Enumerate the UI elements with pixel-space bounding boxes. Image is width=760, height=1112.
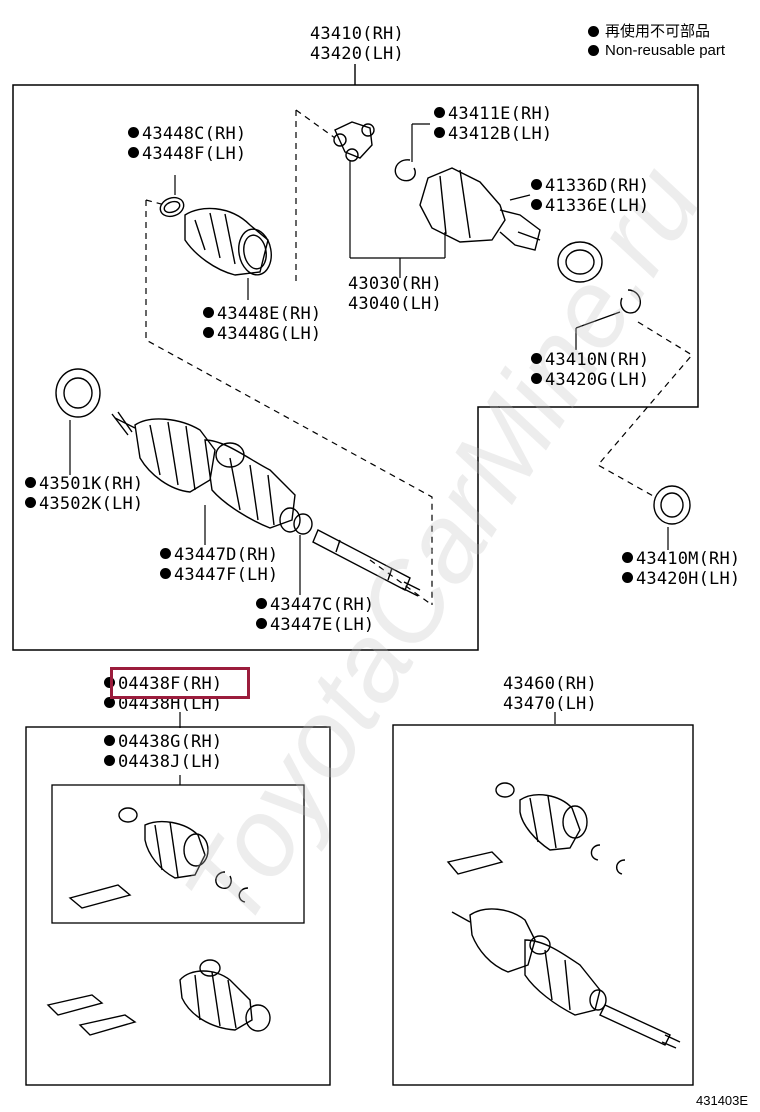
snap-ring-right-drawing xyxy=(620,289,642,314)
kit-left-inner-parts-drawing xyxy=(68,807,249,909)
part-43501K[interactable]: 43501K(RH) xyxy=(25,474,143,494)
part-43040[interactable]: 43040(LH) xyxy=(348,294,442,314)
part-43447E[interactable]: 43447E(LH) xyxy=(256,615,374,635)
non-reusable-icon xyxy=(203,307,214,318)
part-43030[interactable]: 43030(RH) xyxy=(348,274,442,294)
bullet-icon xyxy=(588,26,599,37)
part-43502K[interactable]: 43502K(LH) xyxy=(25,494,143,514)
part-04438F[interactable]: 04438F(RH) xyxy=(104,674,222,694)
kit-left-inner-box xyxy=(51,784,305,924)
part-04438G[interactable]: 04438G(RH) xyxy=(104,732,222,752)
non-reusable-icon xyxy=(434,127,445,138)
part-04438J[interactable]: 04438J(LH) xyxy=(104,752,222,772)
leader-lines xyxy=(69,123,669,785)
non-reusable-icon xyxy=(203,327,214,338)
seal-right-drawing xyxy=(653,485,691,525)
highlight-selected-part xyxy=(110,667,250,699)
part-43420G[interactable]: 43420G(LH) xyxy=(531,370,649,390)
non-reusable-icon xyxy=(128,147,139,158)
non-reusable-icon xyxy=(622,572,633,583)
part-43410[interactable]: 43410(RH) xyxy=(310,24,404,44)
part-43448C[interactable]: 43448C(RH) xyxy=(128,124,246,144)
kit-left-outer-box xyxy=(25,726,331,1086)
main-assembly-outline xyxy=(12,84,699,651)
non-reusable-icon xyxy=(531,373,542,384)
kit-right-box xyxy=(392,724,694,1086)
non-reusable-icon xyxy=(256,618,267,629)
non-reusable-icon xyxy=(434,107,445,118)
non-reusable-icon xyxy=(25,477,36,488)
non-reusable-icon xyxy=(104,735,115,746)
inboard-boot-drawing xyxy=(184,207,272,276)
non-reusable-icon xyxy=(531,179,542,190)
non-reusable-icon xyxy=(531,199,542,210)
axle-shaft-drawing xyxy=(312,529,421,597)
part-43460[interactable]: 43460(RH) xyxy=(503,674,597,694)
bullet-icon xyxy=(588,45,599,56)
non-reusable-icon xyxy=(128,127,139,138)
non-reusable-icon xyxy=(104,677,115,688)
kit-left-outer-parts-drawing xyxy=(46,959,271,1036)
part-43448G[interactable]: 43448G(LH) xyxy=(203,324,321,344)
inboard-housing-drawing xyxy=(419,167,541,251)
part-43448F[interactable]: 43448F(LH) xyxy=(128,144,246,164)
part-43410N[interactable]: 43410N(RH) xyxy=(531,350,649,370)
legend-line-en: Non-reusable part xyxy=(588,41,725,61)
non-reusable-icon xyxy=(160,568,171,579)
figure-code: 431403E xyxy=(696,1093,749,1108)
non-reusable-icon xyxy=(531,353,542,364)
part-43447F[interactable]: 43447F(LH) xyxy=(160,565,278,585)
part-43447D[interactable]: 43447D(RH) xyxy=(160,545,278,565)
tripod-joint-drawing xyxy=(333,121,375,162)
kit-right-parts-drawing xyxy=(446,782,681,1049)
non-reusable-icon xyxy=(25,497,36,508)
non-reusable-icon xyxy=(104,697,115,708)
outboard-joint-drawing xyxy=(111,411,313,535)
part-43412B[interactable]: 43412B(LH) xyxy=(434,124,552,144)
non-reusable-icon xyxy=(104,755,115,766)
part-41336D[interactable]: 41336D(RH) xyxy=(531,176,649,196)
part-43470[interactable]: 43470(LH) xyxy=(503,694,597,714)
part-43447C[interactable]: 43447C(RH) xyxy=(256,595,374,615)
snap-ring-drawing xyxy=(394,159,416,182)
part-43420H[interactable]: 43420H(LH) xyxy=(622,569,740,589)
part-41336E[interactable]: 41336E(LH) xyxy=(531,196,649,216)
dust-seal-drawing xyxy=(557,241,603,283)
non-reusable-icon xyxy=(256,598,267,609)
non-reusable-icon xyxy=(160,548,171,559)
part-04438H[interactable]: 04438H(LH) xyxy=(104,694,222,714)
part-43411E[interactable]: 43411E(RH) xyxy=(434,104,552,124)
oil-seal-drawing xyxy=(55,368,101,418)
legend-line-ja: 再使用不可部品 xyxy=(588,22,710,42)
part-43420[interactable]: 43420(LH) xyxy=(310,44,404,64)
part-43448E[interactable]: 43448E(RH) xyxy=(203,304,321,324)
non-reusable-icon xyxy=(622,552,633,563)
clamp-small-drawing xyxy=(159,196,185,218)
part-43410M[interactable]: 43410M(RH) xyxy=(622,549,740,569)
